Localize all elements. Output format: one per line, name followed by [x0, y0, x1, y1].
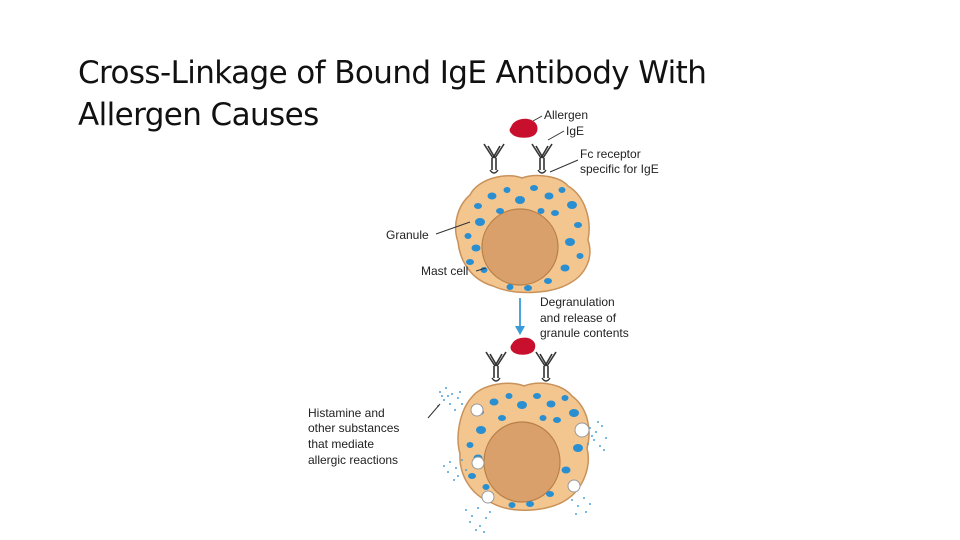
granule: [466, 259, 474, 265]
granule: [553, 417, 561, 423]
slide-title: Cross-Linkage of Bound IgE Antibody With…: [78, 52, 838, 136]
label-histamine-3: that mediate: [308, 437, 374, 451]
label-histamine-2: other substances: [308, 421, 399, 435]
label-degranulation-3: granule contents: [540, 326, 629, 340]
granule: [471, 244, 481, 252]
granule: [480, 267, 488, 273]
granules: [464, 185, 584, 291]
granule: [544, 192, 554, 200]
label-allergen: Allergen: [544, 108, 588, 122]
granule: [573, 444, 583, 452]
mast-cell-top: [454, 118, 591, 294]
granule: [526, 501, 534, 507]
label-degranulation-1: Degranulation: [540, 295, 615, 309]
granule: [515, 196, 525, 204]
granule: [546, 491, 554, 497]
label-granule: Granule: [386, 228, 429, 242]
allergen-shape: [509, 118, 538, 138]
title-line-1: Cross-Linkage of Bound IgE Antibody With: [78, 55, 707, 91]
granule: [474, 203, 482, 209]
granule: [565, 238, 575, 246]
granule: [498, 415, 506, 421]
granule: [537, 208, 545, 214]
leader-line-histamine: [427, 403, 441, 419]
label-fc-receptor-2: specific for IgE: [580, 162, 659, 176]
allergen-shape: [510, 337, 536, 355]
granule: [560, 264, 570, 272]
nucleus: [481, 208, 559, 286]
granule: [517, 401, 527, 409]
fc-receptor: [489, 169, 547, 174]
granule: [561, 395, 569, 401]
label-fc-receptor-1: Fc receptor: [580, 147, 641, 161]
ige-antibody-right: [535, 351, 557, 379]
granule: [530, 185, 538, 191]
granule: [576, 253, 584, 259]
granule: [551, 210, 559, 216]
granule: [508, 502, 516, 508]
granule: [524, 285, 532, 291]
granule: [482, 484, 490, 490]
leader-lines-top: [435, 115, 579, 272]
granule: [558, 187, 566, 193]
fc-receptor: [491, 377, 551, 382]
granule: [574, 222, 582, 228]
granule: [475, 218, 485, 226]
released-mediators: [437, 387, 607, 533]
granule: [505, 393, 513, 399]
granule: [544, 278, 552, 284]
granule: [569, 409, 579, 417]
granule: [561, 466, 571, 474]
label-histamine-4: allergic reactions: [308, 453, 398, 467]
label-histamine-1: Histamine and: [308, 406, 385, 420]
granule: [533, 393, 541, 399]
granule: [466, 442, 474, 448]
label-mast-cell: Mast cell: [421, 264, 468, 278]
granule: [506, 284, 514, 290]
granule: [539, 415, 547, 421]
title-line-2: Allergen Causes: [78, 97, 319, 133]
granule: [489, 398, 499, 406]
granule: [468, 473, 476, 479]
granule: [487, 192, 497, 200]
granule: [464, 233, 472, 239]
ige-antibody-right: [531, 143, 553, 171]
granule: [567, 201, 577, 209]
granule: [503, 187, 511, 193]
nucleus: [483, 421, 561, 503]
mast-cell-bottom: [457, 337, 590, 511]
ige-antibody-left: [483, 143, 505, 171]
ige-antibody-left: [485, 351, 507, 379]
granule: [496, 208, 504, 214]
label-degranulation-2: and release of: [540, 311, 617, 325]
degranulation-arrow: [515, 298, 525, 335]
granule: [476, 426, 486, 434]
label-ige: IgE: [566, 124, 584, 138]
released-vesicles: [470, 403, 590, 504]
granule: [546, 400, 556, 408]
